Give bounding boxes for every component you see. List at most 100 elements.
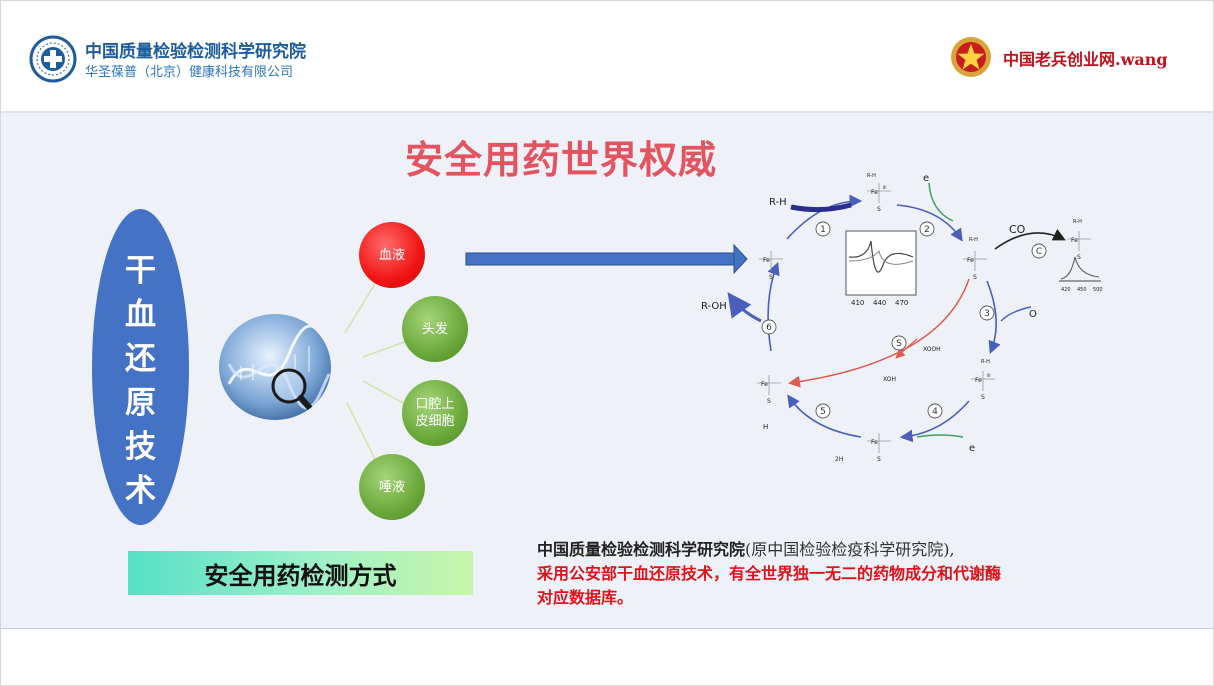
spectrum-tick: 470 (895, 299, 908, 307)
connector-line (362, 380, 408, 406)
technique-char: 血 (125, 297, 156, 333)
footer-divider (1, 628, 1213, 629)
detection-mode-label: 安全用药检测方式 (204, 561, 397, 590)
s-label: S (981, 394, 985, 401)
s-label: S (877, 206, 881, 213)
fe-label: Fe (967, 257, 974, 264)
description: 中国质量检验检测科学研究院(原中国检验检疫科学研究院), 采用公安部干血还原技术… (537, 538, 1137, 610)
step-label-2: 2 (924, 225, 930, 235)
sample-saliva: 唾液 (359, 454, 425, 520)
electron-arrow-1 (928, 182, 954, 222)
s-label: S (769, 274, 773, 281)
sample-buccal-cells: 口腔上 皮细胞 (402, 380, 468, 446)
spectrum-curve-2 (848, 249, 914, 265)
xooh-label: XOOH (923, 346, 941, 353)
org-name: 中国质量检验检测科学研究院 (85, 42, 306, 62)
step-label-4: 4 (932, 407, 938, 417)
step-label-6: 6 (766, 323, 772, 333)
sample-hair: 头发 (402, 296, 468, 362)
org-subtitle: 华圣葆普（北京）健康科技有限公司 (85, 65, 294, 80)
fe-label: Fe (871, 189, 878, 196)
technique-char: 干 (125, 253, 156, 289)
step-circles (761, 221, 1047, 419)
co-label: CO (1009, 223, 1026, 236)
s-label: S (973, 274, 977, 281)
big-arrow-icon (465, 243, 748, 275)
roh-label: R-OH (701, 301, 727, 312)
connector-lines (344, 243, 748, 464)
detection-mode-box: 安全用药检测方式 (128, 551, 473, 595)
roh-output-arrow (727, 292, 762, 323)
heme-complexes (757, 183, 1091, 453)
step-4-arrow (899, 400, 970, 443)
s-label: S (877, 456, 881, 463)
co-arrow (994, 228, 1066, 250)
technique-char: 术 (125, 473, 156, 509)
fe-label: Fe (975, 377, 982, 384)
mini-spectrum-curve (1060, 256, 1100, 280)
fe-label: Fe (761, 381, 768, 388)
mini-spectrum-tick: 500 (1093, 287, 1103, 293)
fe-label: Fe (1071, 237, 1078, 244)
xoh-label: XOH (883, 376, 896, 383)
connector-line (344, 276, 380, 334)
fe-label: Fe (763, 257, 770, 264)
technique-oval: 干 血 还 原 技 术 (92, 209, 189, 525)
step-label-3: 3 (984, 309, 990, 319)
rh-label: R-H (769, 197, 787, 208)
rh-small-label: R-H (867, 173, 876, 179)
step-5-arrow (787, 394, 862, 438)
sample-label: 唾液 (378, 479, 405, 495)
water-label: H (763, 423, 768, 431)
description-aside: (原中国检验检疫科学研究院), (745, 540, 955, 559)
technique-char: 原 (125, 385, 156, 421)
s-label: S (1077, 254, 1081, 261)
header-divider (1, 111, 1213, 113)
o2-arrow (1000, 306, 1032, 322)
s-label: S (767, 398, 771, 405)
o2-label: O (1029, 309, 1037, 320)
rh-small-label: R-H (981, 359, 990, 365)
electron-label-1: e (923, 173, 929, 184)
dna-magnifier-image (219, 314, 331, 420)
shunt-arrow (788, 278, 970, 388)
electron-label-2: e (969, 443, 975, 454)
spectrum-tick: 440 (873, 299, 886, 307)
red-star-emblem-icon (951, 37, 991, 77)
rh-small-label: R-H (1073, 219, 1082, 225)
shunt-branch-arrow (895, 338, 918, 359)
rh-input-arrow (790, 202, 852, 213)
spectrum-tick: 410 (851, 299, 864, 307)
step-label-shunt: S (896, 339, 902, 349)
site-name[interactable]: 中国老兵创业网.wang (1003, 50, 1168, 69)
technique-char: 技 (125, 429, 156, 465)
description-org: 中国质量检验检测科学研究院 (537, 540, 746, 559)
description-claim: 采用公安部干血还原技术，有全世界独一无二的药物成分和代谢酶 (537, 564, 1002, 583)
step-label-5: 5 (820, 407, 826, 417)
step-2-arrow (896, 204, 963, 242)
fe-label: Fe (871, 439, 878, 446)
cycle-arrows (767, 194, 1001, 443)
fe-ox-label: III (883, 185, 887, 190)
step-3-arrow (986, 280, 1001, 354)
rh-small-label: R-H (969, 237, 978, 243)
mini-spectrum-tick: 420 (1061, 287, 1071, 293)
main-title: 安全用药世界权威 (405, 138, 718, 182)
step-6-arrow (767, 262, 780, 352)
sample-label: 口腔上 (415, 397, 455, 412)
two-h-label: 2H (835, 456, 843, 463)
step-label-co: C (1036, 247, 1042, 257)
sample-label: 血液 (378, 247, 405, 263)
step-label-1: 1 (820, 225, 826, 235)
spectrum-curve (848, 240, 914, 273)
connector-line (346, 402, 378, 464)
sample-blood: 血液 (359, 222, 425, 288)
technique-char: 还 (125, 341, 156, 377)
description-claim-end: 对应数据库。 (537, 588, 634, 607)
header: 中国质量检验检测科学研究院 华圣葆普（北京）健康科技有限公司 中国老兵创业网.w… (1, 1, 1213, 111)
connector-line (362, 340, 408, 358)
sample-label: 头发 (421, 321, 448, 337)
mini-spectrum-tick: 450 (1077, 287, 1087, 293)
content-area (1, 113, 1213, 628)
